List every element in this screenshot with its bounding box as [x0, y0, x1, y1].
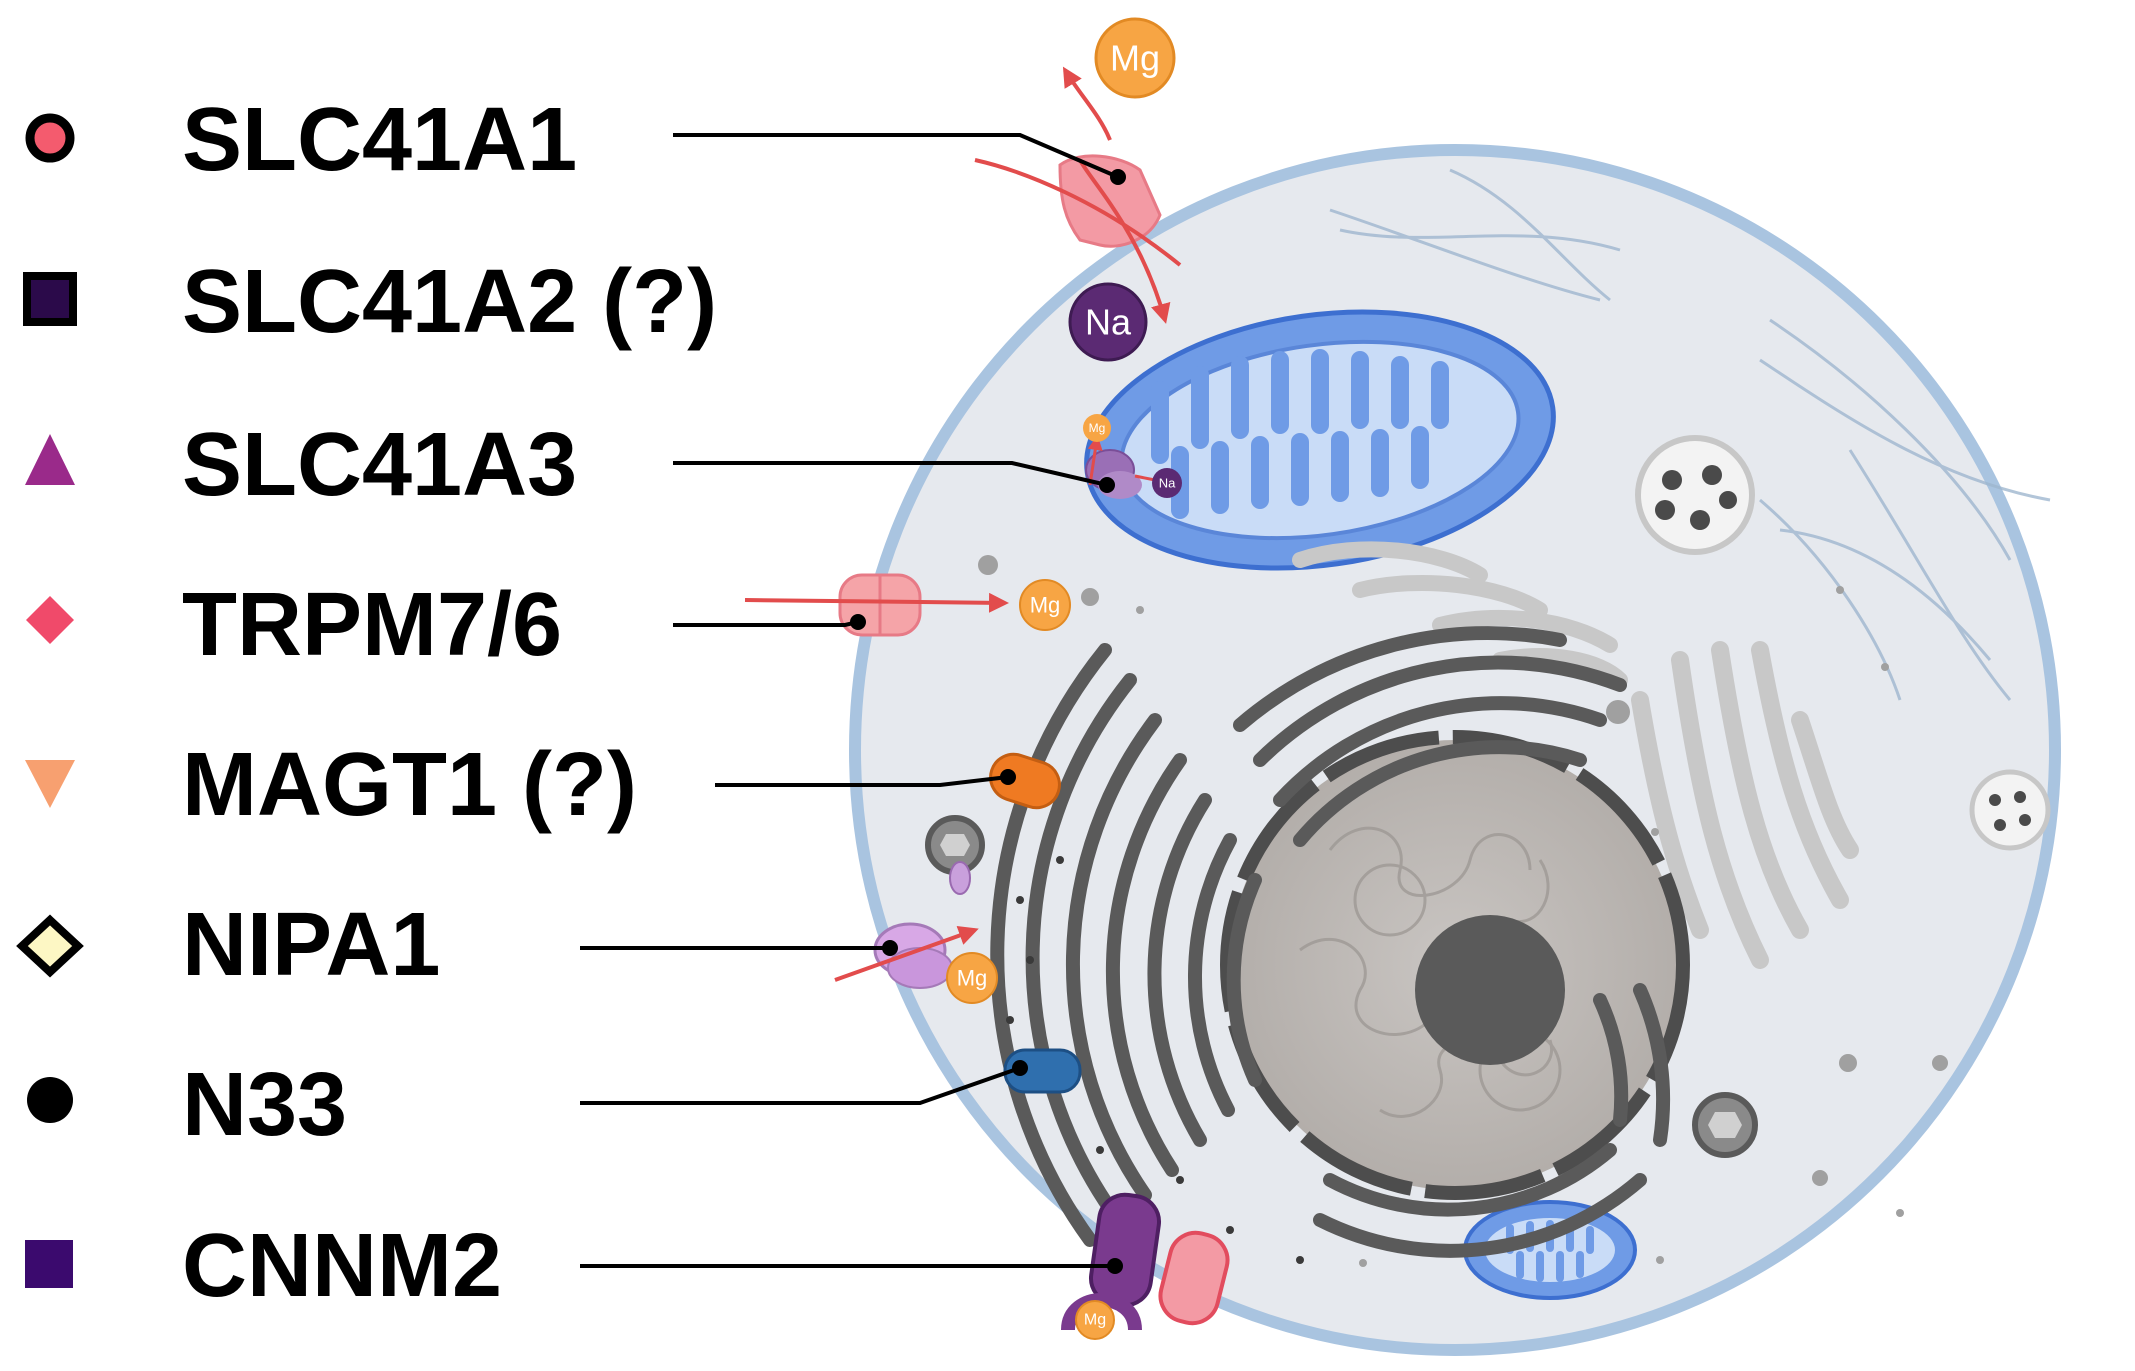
granules — [978, 555, 1948, 1267]
marker-square — [25, 1240, 73, 1288]
legend-item-nipa1: NIPA1 — [16, 895, 440, 995]
svg-text:Mg: Mg — [1089, 421, 1106, 435]
nucleolus — [1415, 915, 1565, 1065]
legend-label: MAGT1 (?) — [182, 735, 637, 835]
legend-item-cnnm2: CNNM2 — [25, 1216, 502, 1316]
mg-ion-cnnm2: Mg — [1075, 1300, 1115, 1340]
vesicle-left — [925, 815, 985, 895]
legend-item-slc41a2: SLC41A2 (?) — [23, 252, 717, 352]
legend-item-slc41a1: SLC41A1 — [25, 90, 577, 190]
marker-square-outlined — [23, 272, 77, 326]
na-ion-mito: Na — [1152, 468, 1182, 498]
marker-triangle-up — [25, 434, 75, 485]
magt1-transporter — [989, 752, 1061, 810]
legend-label: CNNM2 — [182, 1216, 502, 1316]
legend-label: SLC41A2 (?) — [182, 252, 717, 352]
endosome — [1692, 1092, 1758, 1158]
legend-label: N33 — [182, 1055, 347, 1155]
cnnm2-transporter — [1061, 1192, 1230, 1331]
lysosome-small — [1969, 769, 2051, 851]
mg-ion-trpm: Mg — [1019, 579, 1071, 631]
svg-text:Na: Na — [1085, 302, 1132, 343]
svg-text:Mg: Mg — [1110, 38, 1160, 79]
svg-text:Mg: Mg — [1084, 1312, 1106, 1329]
svg-text:Mg: Mg — [957, 966, 988, 991]
lysosome-large — [1635, 435, 1755, 555]
mitochondrion-large — [1084, 309, 1556, 571]
legend-label: TRPM7/6 — [182, 575, 562, 675]
marker-triangle-down — [25, 760, 75, 808]
cell — [849, 144, 2061, 1356]
golgi-apparatus — [1631, 641, 1859, 969]
marker-circle — [27, 1077, 73, 1123]
nucleus — [1220, 730, 1690, 1200]
legend: SLC41A1 SLC41A2 (?) SLC41A3 TRPM7/6 MAGT… — [16, 90, 717, 1316]
rough-endoplasmic-reticulum — [990, 626, 1671, 1258]
marker-diamond — [26, 596, 74, 644]
legend-label: SLC41A1 — [182, 90, 577, 190]
legend-item-slc41a3: SLC41A3 — [25, 415, 577, 515]
mg-ion-mito: Mg — [1083, 414, 1111, 442]
legend-item-magt1: MAGT1 (?) — [25, 735, 637, 835]
legend-label: SLC41A3 — [182, 415, 577, 515]
cytoskeleton — [1329, 168, 2051, 701]
svg-text:Mg: Mg — [1030, 593, 1061, 618]
slc41a1-transporter — [974, 66, 1182, 324]
leader-lines — [580, 133, 1126, 1274]
mg-ion-nipa1: Mg — [946, 952, 998, 1004]
legend-item-n33: N33 — [27, 1055, 347, 1155]
marker-circle-outlined — [25, 113, 75, 163]
svg-text:Na: Na — [1159, 476, 1176, 491]
marker-diamond-outlined — [16, 914, 84, 978]
n33-transporter — [1003, 1048, 1082, 1094]
na-ion-top: Na — [1068, 282, 1148, 362]
mg-ion-top: Mg — [1094, 17, 1176, 99]
legend-label: NIPA1 — [182, 895, 440, 995]
legend-item-trpm: TRPM7/6 — [26, 575, 562, 675]
